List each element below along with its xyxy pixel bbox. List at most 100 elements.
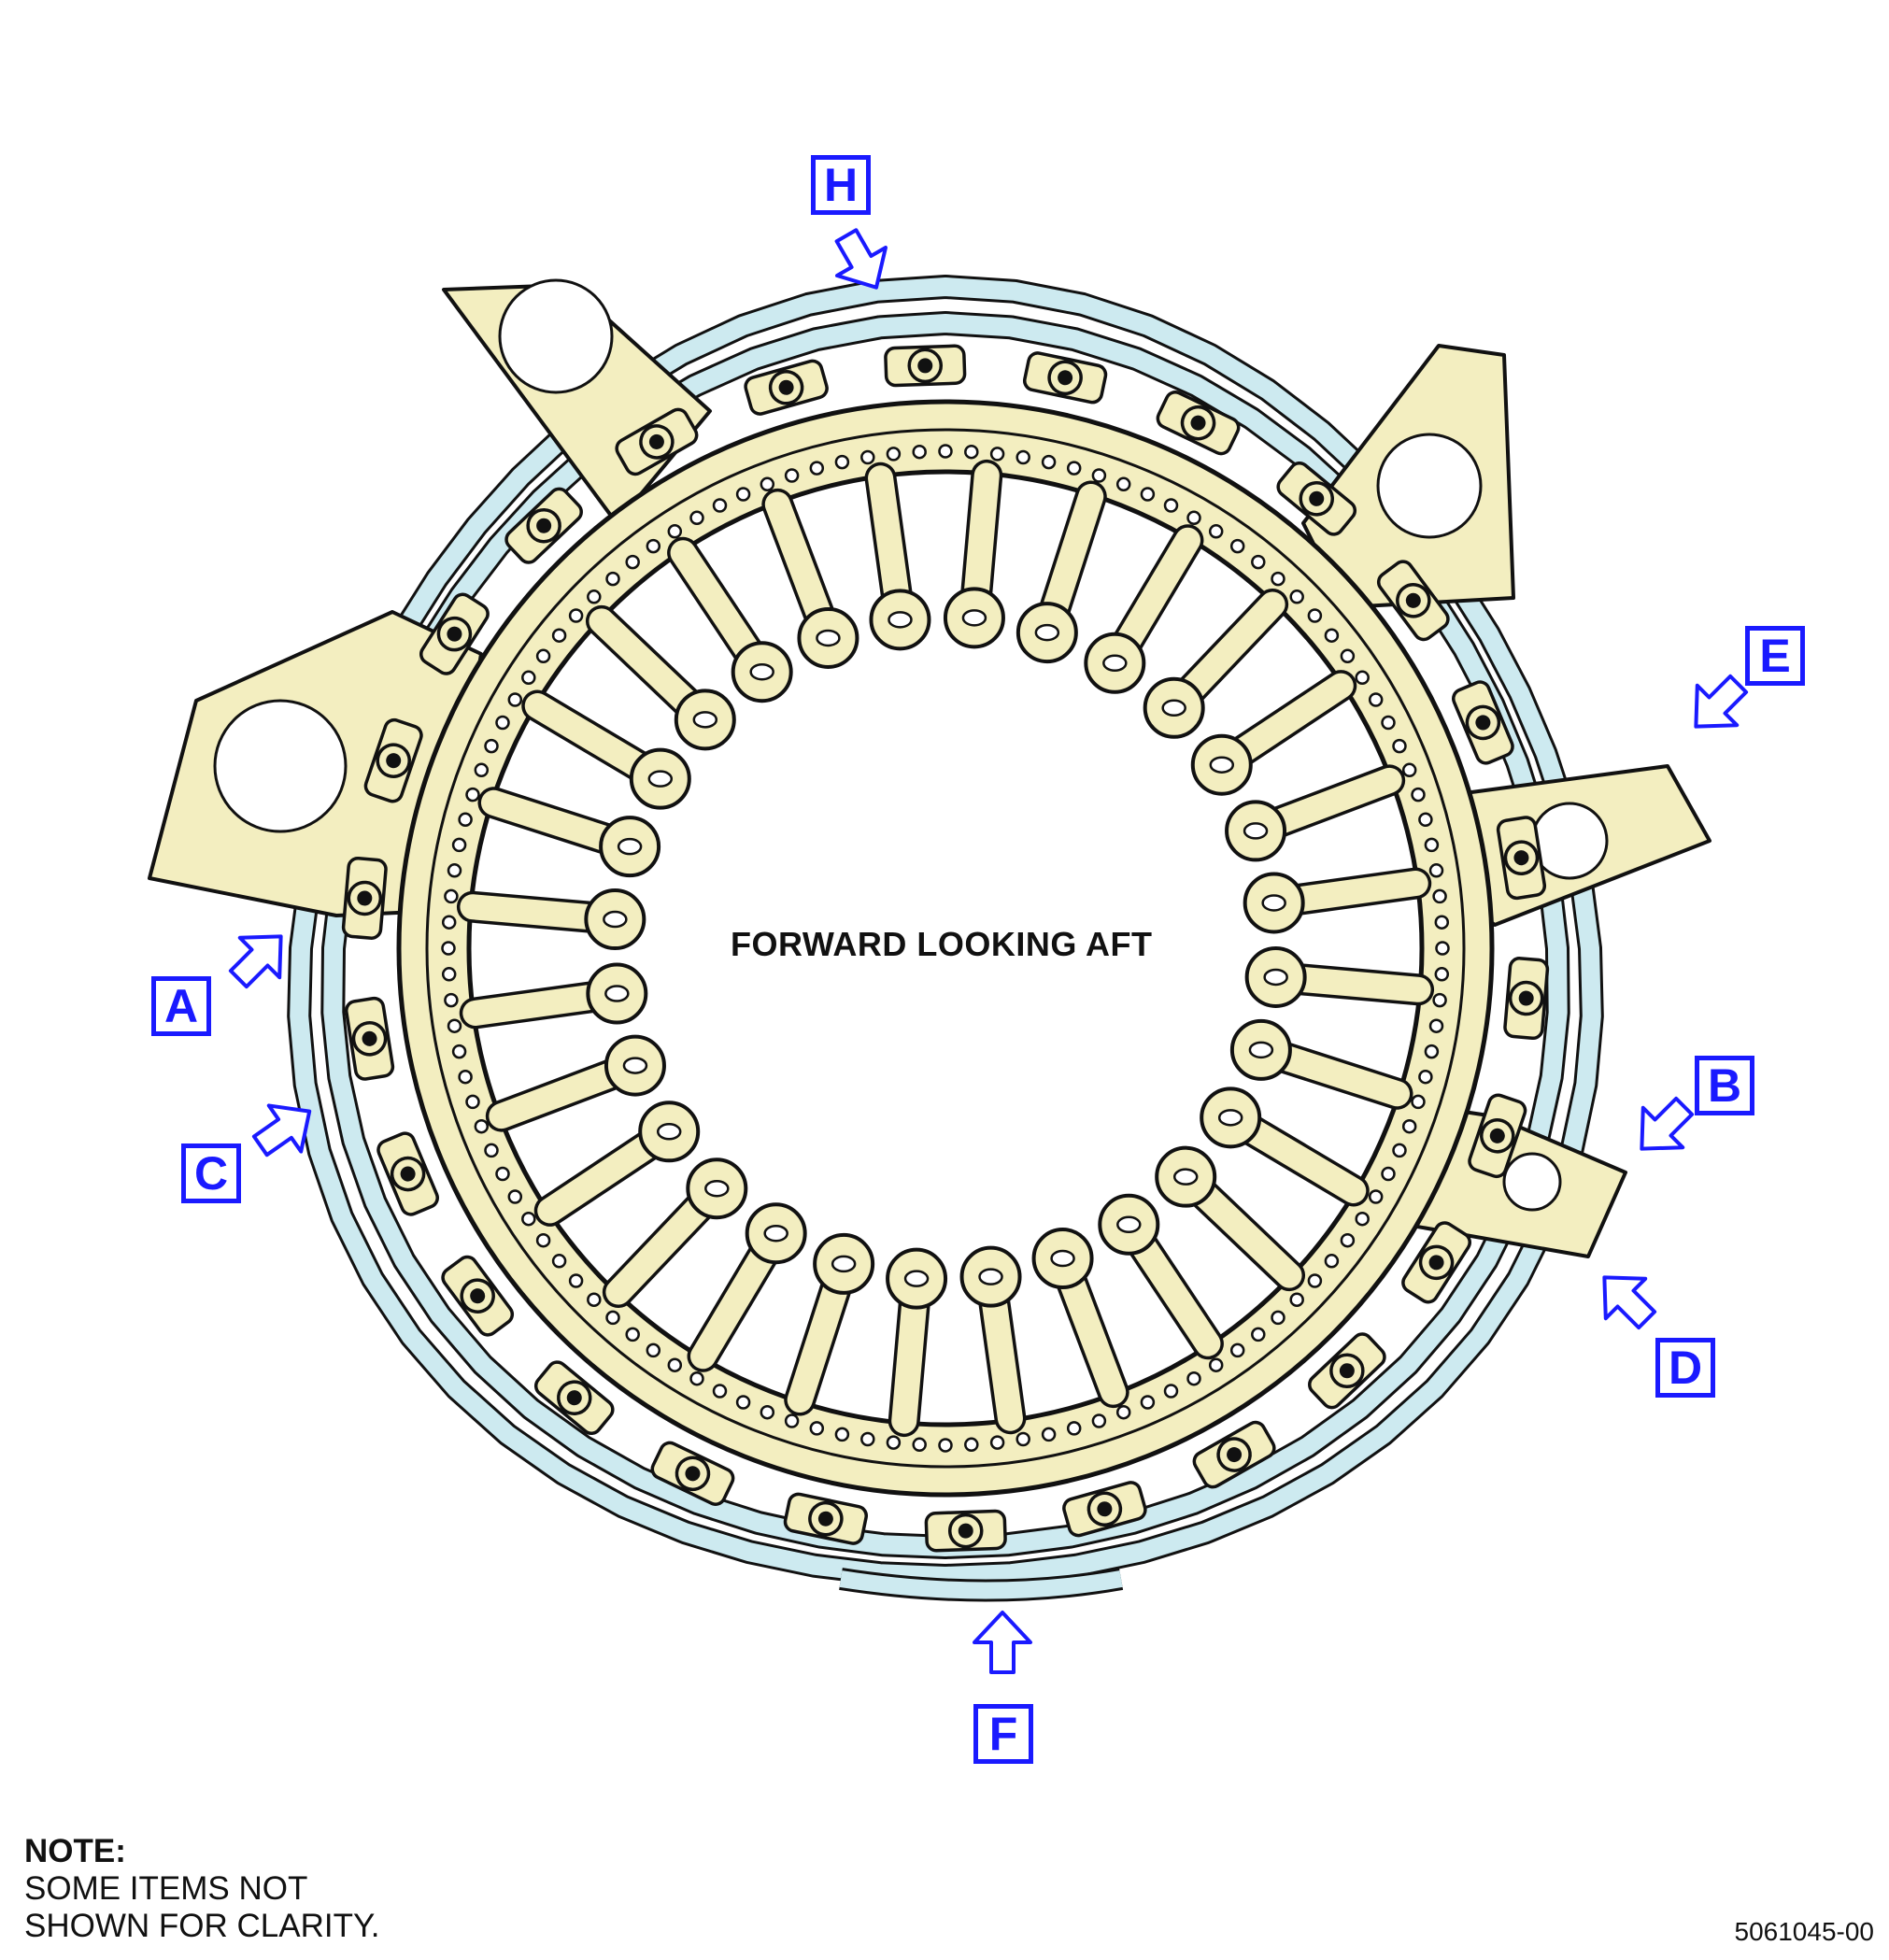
valve-assembly xyxy=(533,1360,615,1436)
ring-bolt-hole xyxy=(712,498,728,513)
valve-port xyxy=(648,433,664,449)
ring-bolt-hole xyxy=(964,1437,979,1453)
valve-port xyxy=(1428,1255,1444,1271)
ring-bolt-hole xyxy=(551,1254,567,1269)
valve-port xyxy=(1058,370,1073,386)
valve-assembly xyxy=(615,407,699,476)
view-arrows xyxy=(228,228,1749,1674)
ring-bolt-hole xyxy=(886,1435,902,1450)
view-label-h[interactable]: H xyxy=(811,155,871,215)
valve-port xyxy=(817,1511,833,1527)
ring-band xyxy=(425,428,1466,1469)
arrow-e-shape xyxy=(1694,674,1749,729)
view-label-c[interactable]: C xyxy=(181,1143,241,1203)
valve-assembly xyxy=(341,856,388,940)
view-label-d[interactable]: D xyxy=(1655,1338,1715,1398)
cutout-b xyxy=(1376,433,1483,539)
spoke-nozzle-tip xyxy=(692,711,718,729)
ring-bolt-hole xyxy=(860,1431,875,1447)
ring-bolt-hole xyxy=(1271,571,1285,587)
ring-bolt-hole xyxy=(938,444,953,459)
ring-bolt-hole xyxy=(689,510,704,526)
spoke-nozzle-tip xyxy=(1243,822,1269,840)
ring-bolt-hole xyxy=(1289,1292,1304,1307)
spoke-nozzle-tip xyxy=(1172,1168,1199,1186)
ring-bolt-hole xyxy=(1016,1431,1030,1447)
ring-bolt-hole xyxy=(1091,468,1107,483)
ring-bolt-hole xyxy=(451,1044,467,1059)
ring-bolt-hole xyxy=(474,1118,490,1134)
spoke-nozzle-tip xyxy=(704,1179,730,1198)
ring-bolt-hole xyxy=(1340,648,1356,664)
ring-bolt-hole xyxy=(495,1166,510,1182)
ring-bolt-hole xyxy=(1401,762,1417,778)
ring-bolt-hole xyxy=(535,1232,551,1248)
ring-bolt-hole xyxy=(834,454,850,470)
spoke-nozzle-tip xyxy=(903,1270,930,1287)
ring-bolt-hole xyxy=(1418,1069,1433,1085)
ring-bolt-hole xyxy=(809,1421,825,1436)
valve-port xyxy=(566,1390,582,1406)
ring-bolt-hole xyxy=(1411,787,1426,802)
view-label-a[interactable]: A xyxy=(151,976,211,1036)
spoke-nozzle-tip xyxy=(1161,699,1186,717)
ring-bolt-hole xyxy=(989,1435,1005,1450)
view-label-f[interactable]: F xyxy=(973,1704,1033,1764)
spoke-nozzle-tip xyxy=(647,770,674,788)
ring-bolt-hole xyxy=(1208,1357,1224,1372)
cutout-e xyxy=(1502,1152,1562,1212)
ring-bolt-hole xyxy=(1041,1427,1057,1442)
arrow-b xyxy=(1640,1096,1695,1151)
ring-bolt-hole xyxy=(1324,628,1340,643)
valve-assembly xyxy=(1468,1093,1527,1179)
ring-bolt-hole xyxy=(568,1273,584,1288)
ring-bolt-hole xyxy=(1368,692,1384,707)
ring-bolt-hole xyxy=(1432,992,1447,1008)
ring-bolt-hole xyxy=(444,888,459,904)
ring-bolt-hole xyxy=(1418,812,1433,828)
arrow-b-shape xyxy=(1640,1096,1695,1151)
ring-bolt-hole xyxy=(1208,524,1224,539)
ring-bolt-hole xyxy=(834,1427,850,1442)
ring-bolt-hole xyxy=(441,915,457,930)
valve-assembly xyxy=(363,717,423,803)
arrow-c-shape xyxy=(251,1103,312,1158)
ring-bolt-hole xyxy=(605,571,620,587)
ring-bolt-hole xyxy=(1368,1189,1384,1204)
valve-assembly xyxy=(1022,351,1108,405)
inner-tube xyxy=(323,314,1568,1556)
ring-bolt-hole xyxy=(1289,589,1304,604)
view-label-b[interactable]: B xyxy=(1695,1056,1754,1115)
valve-port xyxy=(357,890,373,906)
ring-bolt-hole xyxy=(1381,715,1396,731)
cutout-a xyxy=(498,278,614,394)
ring-bolt-hole xyxy=(1381,1166,1396,1182)
ring-bolt-hole xyxy=(667,524,683,539)
ring-bolt-hole xyxy=(551,628,567,643)
ring-bolt-hole xyxy=(1140,487,1156,502)
ring-bolt-hole xyxy=(1324,1254,1340,1269)
ring-bolt-hole xyxy=(689,1371,704,1386)
ring-bolt-hole xyxy=(964,444,979,460)
ring-bolt-hole xyxy=(625,1327,640,1342)
valve-port xyxy=(1405,592,1421,608)
spoke-nozzle-tip xyxy=(1263,968,1288,987)
valve-port xyxy=(1489,1128,1505,1143)
ring-bolt-hole xyxy=(507,1189,523,1204)
spoke-nozzle-tip xyxy=(617,837,643,856)
note-line-2: SHOWN FOR CLARITY. xyxy=(24,1908,380,1944)
diagram-title: FORWARD LOOKING AFT xyxy=(731,925,1153,963)
ring-bolt-hole xyxy=(784,468,800,483)
valve-assembly xyxy=(1496,816,1547,901)
view-label-e[interactable]: E xyxy=(1745,626,1805,686)
ring-bolt-hole xyxy=(646,538,661,554)
spoke-nozzle-tip xyxy=(1050,1249,1075,1268)
ring-bolt-hole xyxy=(1251,1327,1266,1342)
valve-port xyxy=(778,379,794,395)
ring-bolt-hole xyxy=(938,1438,953,1453)
ring-bolt-hole xyxy=(1186,1371,1201,1386)
valve-assembly xyxy=(1276,461,1357,536)
spoke-nozzle-tip xyxy=(1102,654,1128,673)
ring-bolt-hole xyxy=(587,589,602,604)
